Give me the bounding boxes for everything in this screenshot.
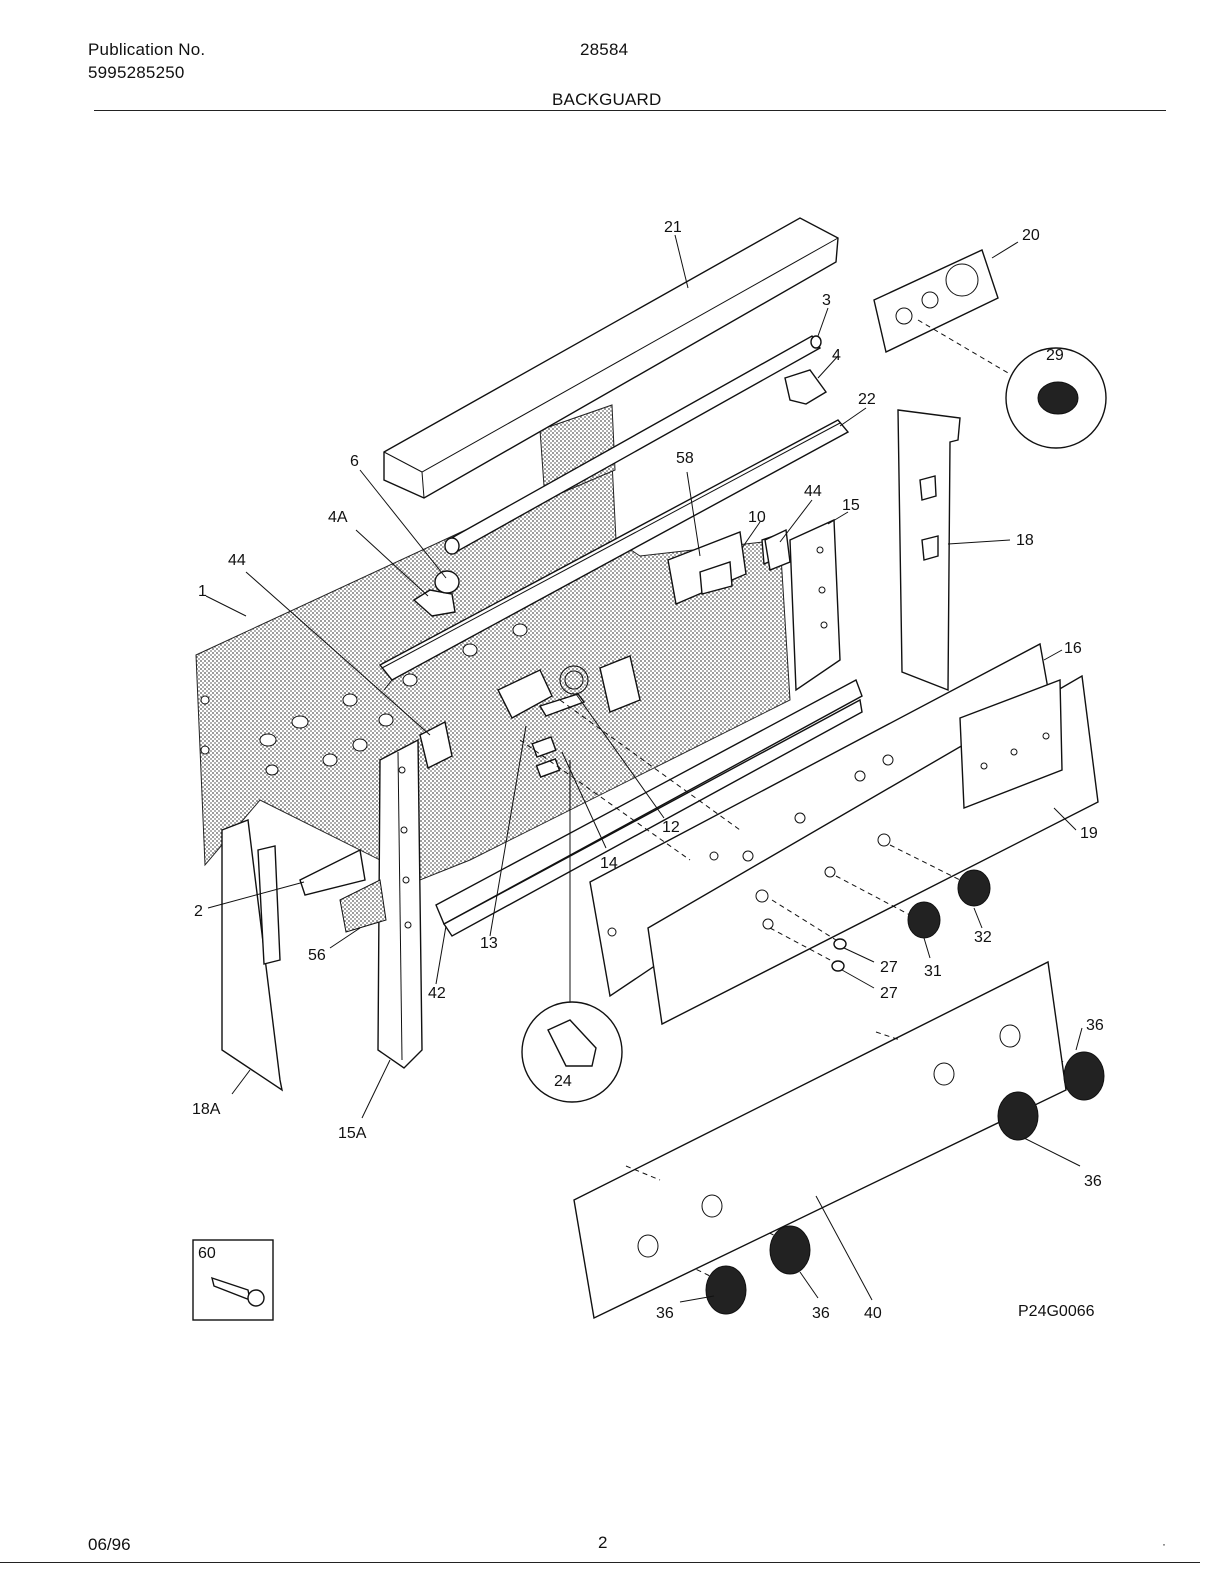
label-31: 31 — [924, 963, 942, 980]
label-13: 13 — [480, 935, 498, 952]
label-56: 56 — [308, 947, 326, 964]
publication-number: 5995285250 — [88, 63, 185, 82]
section-title: BACKGUARD — [552, 90, 662, 109]
control-knobs — [831, 869, 991, 972]
valve — [547, 1019, 597, 1067]
footer-date: 06/96 — [88, 1535, 131, 1554]
label-10: 10 — [748, 509, 766, 526]
label-44-left: 44 — [228, 552, 246, 569]
label-16: 16 — [1064, 640, 1082, 657]
lower-brackets — [299, 848, 387, 933]
label-2: 2 — [194, 903, 203, 920]
page-number: 2 — [598, 1533, 608, 1552]
label-27-a: 27 — [880, 959, 898, 976]
label-44-top: 44 — [804, 483, 822, 500]
leader-lines — [205, 234, 1083, 1303]
light-channel — [378, 419, 850, 691]
screw-box — [192, 1239, 274, 1321]
left-end-bracket — [377, 738, 423, 1069]
footer-rule — [0, 1562, 1200, 1563]
label-32: 32 — [974, 929, 992, 946]
label-4A: 4A — [328, 509, 348, 526]
label-3: 3 — [822, 292, 831, 309]
fluorescent-tube — [444, 335, 822, 555]
publication-label: Publication No. — [88, 40, 206, 59]
clock-assembly — [873, 249, 1021, 381]
label-15: 15 — [842, 497, 860, 514]
label-42: 42 — [428, 985, 446, 1002]
model-number: 28584 — [580, 40, 629, 59]
lower-channels — [435, 679, 863, 937]
label-6: 6 — [350, 453, 359, 470]
label-29: 29 — [1046, 347, 1064, 364]
label-15A: 15A — [338, 1125, 367, 1142]
label-19: 19 — [1080, 825, 1098, 842]
label-40: 40 — [864, 1305, 882, 1322]
label-20: 20 — [1022, 227, 1040, 244]
footer-mark: · — [1162, 1537, 1166, 1551]
label-22: 22 — [858, 391, 876, 408]
label-18A: 18A — [192, 1101, 221, 1118]
label-24: 24 — [554, 1073, 572, 1090]
figure-code: P24G0066 — [1018, 1303, 1095, 1320]
rear-panel — [195, 404, 791, 881]
label-36-b: 36 — [1084, 1173, 1102, 1190]
label-18: 18 — [1016, 532, 1034, 549]
glass-overlay — [647, 674, 1099, 1026]
part-labels: 21 20 3 4 29 22 6 58 44 10 15 4A 44 1 18… — [192, 219, 1104, 1322]
label-12: 12 — [662, 819, 680, 836]
switch-assembly — [497, 655, 641, 778]
top-trim — [383, 217, 839, 499]
label-27-b: 27 — [880, 985, 898, 1002]
lamp-holders — [412, 369, 828, 617]
label-1: 1 — [198, 583, 207, 600]
label-58: 58 — [676, 450, 694, 467]
label-4: 4 — [832, 347, 841, 364]
label-21: 21 — [664, 219, 682, 236]
left-side-trim — [221, 819, 284, 1092]
right-side-trim — [897, 409, 961, 692]
clock-knob — [1037, 381, 1079, 415]
screw-icon — [211, 1276, 265, 1307]
header-rule — [94, 110, 1166, 111]
label-36-c: 36 — [656, 1305, 674, 1322]
right-end-bracket — [789, 518, 841, 692]
burner-knobs — [705, 1051, 1105, 1315]
label-14: 14 — [600, 855, 618, 872]
label-36-a: 36 — [1086, 1017, 1104, 1034]
burner-control-panel — [573, 960, 1067, 1320]
label-60: 60 — [198, 1245, 216, 1262]
label-36-d: 36 — [812, 1305, 830, 1322]
